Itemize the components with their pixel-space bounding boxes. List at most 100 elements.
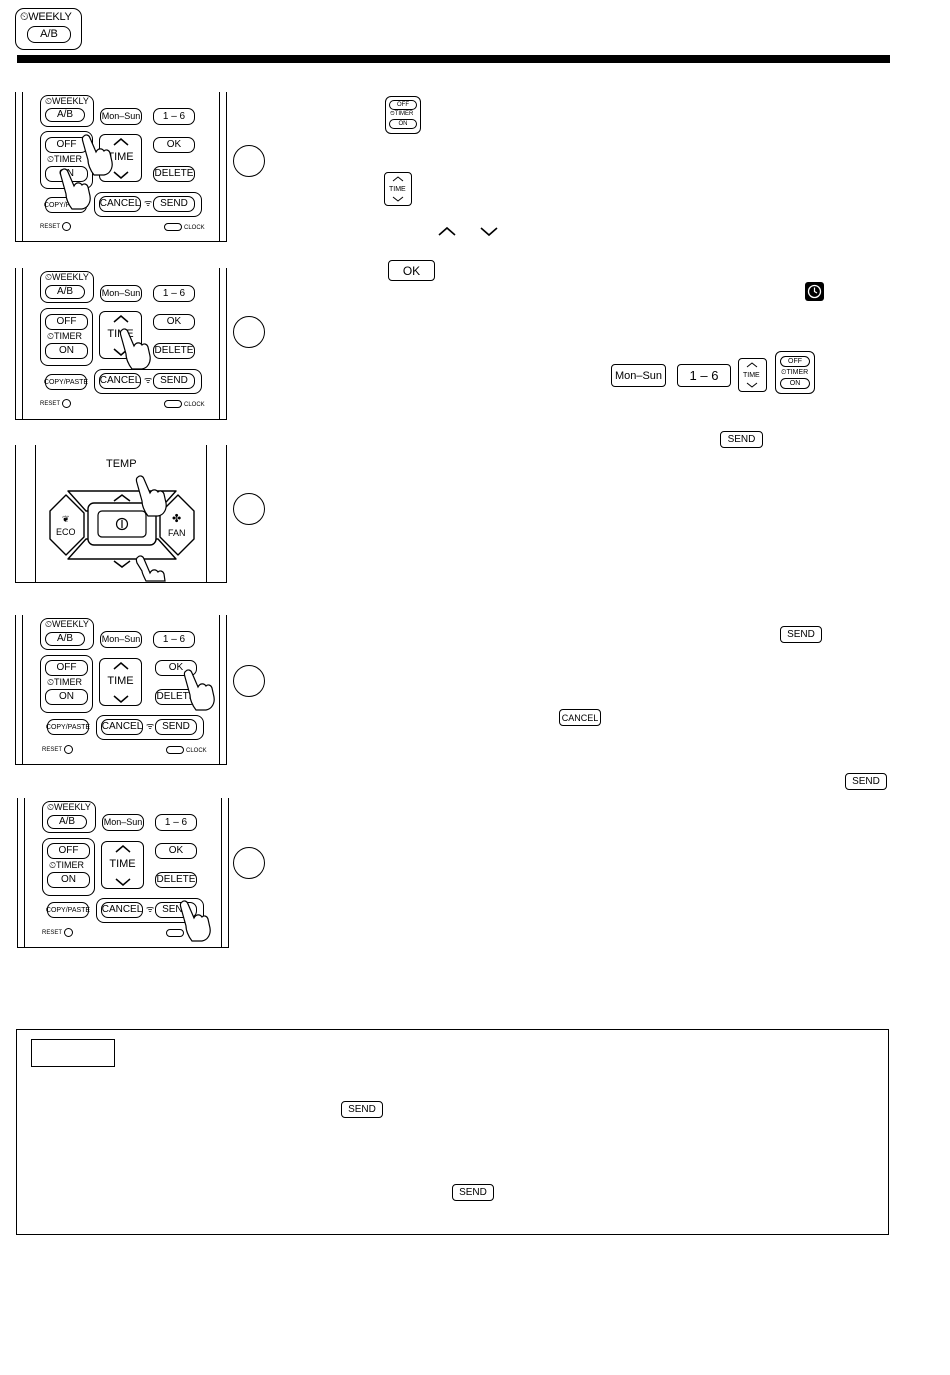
- time-icon: TIME: [738, 358, 767, 392]
- copy-paste-key: COPY/PASTE: [44, 374, 88, 390]
- temp-label: TEMP: [106, 458, 137, 470]
- wireless-signal-icon: ᯤ: [144, 198, 153, 208]
- reset-label: RESET: [42, 747, 63, 753]
- one-six-key: 1 – 6: [153, 631, 195, 648]
- delete-key: DELETE: [153, 166, 195, 182]
- mon-sun-key: Mon–Sun: [100, 108, 142, 125]
- send-icon: SEND: [845, 773, 887, 790]
- mon-sun-key: Mon–Sun: [102, 814, 144, 831]
- ok-key: OK: [153, 137, 195, 153]
- pointing-hand-icon: [119, 328, 151, 370]
- up-chevron-icon: [113, 315, 129, 323]
- ab-key: A/B: [45, 108, 85, 122]
- off-key: OFF: [45, 660, 88, 676]
- pointing-hand-icon: [183, 669, 215, 711]
- step-circle-1: [233, 145, 265, 177]
- remote-illustration-step4: ⏲WEEKLY A/B Mon–Sun 1 – 6 OFF ⏲TIMER ON …: [15, 615, 227, 765]
- cancel-key: CANCEL: [99, 373, 141, 389]
- delete-key: DELETE: [153, 343, 195, 359]
- delete-key: DELETE: [155, 689, 197, 705]
- fan-icon: ✤: [172, 513, 182, 525]
- cancel-key: CANCEL: [101, 902, 143, 918]
- up-chevron-icon: [115, 845, 131, 853]
- weekly-label: ⏲WEEKLY: [45, 96, 89, 106]
- mon-sun-key: Mon–Sun: [100, 631, 142, 648]
- down-chevron-icon: [480, 227, 498, 237]
- ok-key: OK: [155, 843, 197, 859]
- send-icon: SEND: [341, 1101, 383, 1118]
- time-key: TIME: [101, 841, 144, 889]
- weekly-label: ⏲WEEKLY: [45, 619, 89, 629]
- note-box: [16, 1029, 889, 1235]
- remote-illustration-step3: TEMP ❦ ECO ✤ FAN: [15, 445, 227, 583]
- copy-paste-key: COPY/PASTE: [46, 902, 90, 918]
- leaf-icon: ❦: [62, 514, 70, 524]
- wireless-signal-icon: ᯤ: [144, 375, 153, 385]
- cancel-key: CANCEL: [99, 196, 141, 212]
- send-group: [94, 192, 202, 217]
- ab-key: A/B: [47, 815, 87, 829]
- header-rule: [17, 55, 890, 63]
- pointing-hand-icon: [135, 555, 166, 582]
- clock-label: CLOCK: [186, 748, 207, 754]
- pointing-hand-icon: [135, 475, 167, 517]
- off-timer-on-icon: OFF ⏲TIMER ON: [775, 351, 815, 394]
- timer-label: ⏲TIMER: [47, 677, 83, 687]
- one-six-key: 1 – 6: [153, 108, 195, 125]
- timer-label: ⏲TIMER: [47, 331, 83, 341]
- ok-icon: OK: [388, 260, 435, 281]
- cancel-icon: CANCEL: [559, 709, 601, 726]
- wireless-signal-icon: ᯤ: [146, 904, 155, 914]
- weekly-label: ⏲WEEKLY: [45, 272, 89, 282]
- time-icon: TIME: [384, 172, 412, 206]
- send-icon: SEND: [720, 431, 763, 448]
- pointing-hand-icon: [59, 168, 91, 210]
- ab-key: A/B: [45, 632, 85, 646]
- send-key: SEND: [153, 373, 195, 389]
- step-circle-4: [233, 665, 265, 697]
- time-key: TIME: [99, 658, 142, 706]
- fan-label: FAN: [168, 528, 186, 538]
- send-key: SEND: [153, 196, 195, 212]
- ab-key: A/B: [45, 285, 85, 299]
- clock-label: CLOCK: [184, 225, 205, 231]
- reset-label: RESET: [40, 224, 61, 230]
- ok-key: OK: [153, 314, 195, 330]
- down-chevron-icon: [113, 171, 129, 179]
- off-key: OFF: [45, 314, 88, 330]
- eco-label: ECO: [56, 527, 76, 537]
- pointing-hand-icon: [179, 900, 211, 942]
- remote-illustration-step2: ⏲WEEKLY A/B Mon–Sun 1 – 6 OFF ⏲TIMER ON …: [15, 268, 227, 420]
- note-tag: [31, 1039, 115, 1067]
- up-chevron-icon: [113, 138, 129, 146]
- timer-label: ⏲TIMER: [49, 860, 85, 870]
- clock-icon: [805, 282, 824, 301]
- copy-paste-key: COPY/PASTE: [46, 719, 90, 735]
- step-circle-5: [233, 847, 265, 879]
- cancel-key: CANCEL: [101, 719, 143, 735]
- up-chevron-icon: [113, 662, 129, 670]
- off-key: OFF: [45, 137, 88, 153]
- reset-label: RESET: [40, 401, 61, 407]
- one-six-key: 1 – 6: [153, 285, 195, 302]
- delete-key: DELETE: [155, 872, 197, 888]
- one-six-icon: 1 – 6: [677, 364, 731, 387]
- weekly-label: ⏲WEEKLY: [47, 802, 91, 812]
- on-key: ON: [45, 689, 88, 705]
- off-key: OFF: [47, 843, 90, 859]
- wireless-signal-icon: ᯤ: [146, 721, 155, 731]
- step-circle-3: [233, 493, 265, 525]
- on-key: ON: [45, 343, 88, 359]
- pointing-hand-icon: [81, 134, 113, 176]
- one-six-key: 1 – 6: [155, 814, 197, 831]
- remote-illustration-step1: ⏲WEEKLY A/B Mon–Sun 1 – 6 OFF ⏲TIMER ON …: [15, 92, 227, 242]
- timer-label: ⏲TIMER: [47, 154, 83, 164]
- step-circle-2: [233, 316, 265, 348]
- send-icon: SEND: [780, 626, 822, 643]
- off-timer-on-icon: OFF ⏲TIMER ON: [385, 96, 421, 134]
- send-key: SEND: [155, 719, 197, 735]
- weekly-group: [40, 95, 94, 127]
- temp-direction-pad: [49, 490, 195, 568]
- down-chevron-icon: [115, 878, 131, 886]
- ab-label: A/B: [27, 26, 71, 43]
